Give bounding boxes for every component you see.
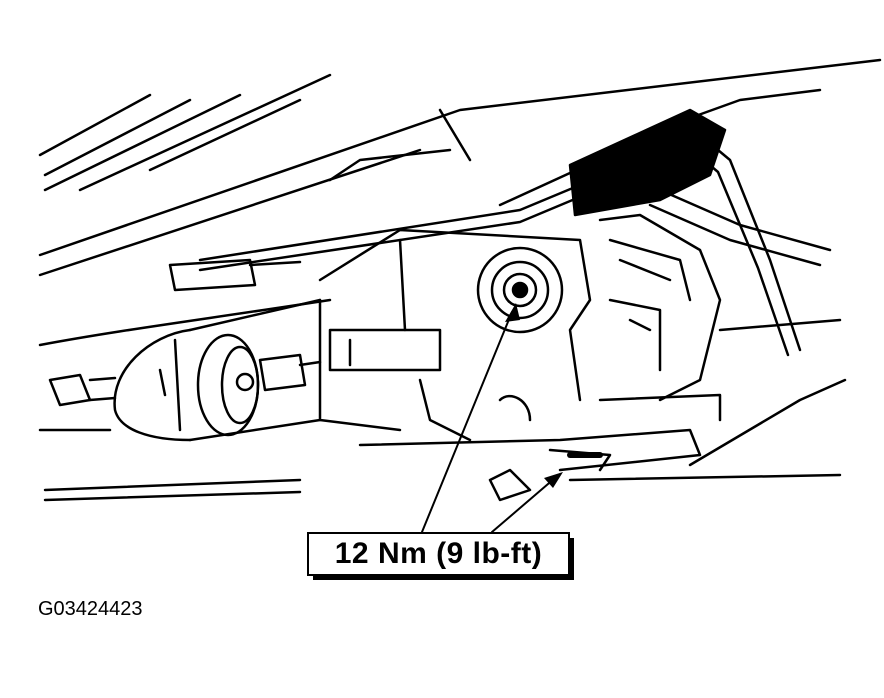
ground-line	[43, 378, 847, 502]
arrowhead-upper-bolt	[505, 303, 520, 322]
underbody-panel	[38, 58, 882, 432]
callout-leader-lines	[421, 311, 556, 533]
bracket-bolt-lower	[358, 428, 702, 502]
torque-callout-box: 12 Nm (9 lb-ft)	[307, 532, 574, 580]
bracket-bolt-upper	[476, 246, 564, 334]
torque-label: 12 Nm (9 lb-ft)	[334, 537, 543, 570]
arrowhead-lower-bolt	[544, 472, 563, 488]
figure-id: G03424423	[38, 598, 143, 620]
heat-shield-shading	[568, 108, 727, 217]
arrowheads	[505, 303, 563, 488]
fuel-line-fittings	[48, 258, 322, 407]
fuel-lines	[198, 88, 842, 357]
fuel-filter-housing	[113, 298, 322, 442]
mounting-bracket-right	[598, 213, 722, 422]
mounting-bracket-center	[318, 228, 592, 442]
floor-hatching	[38, 73, 332, 192]
